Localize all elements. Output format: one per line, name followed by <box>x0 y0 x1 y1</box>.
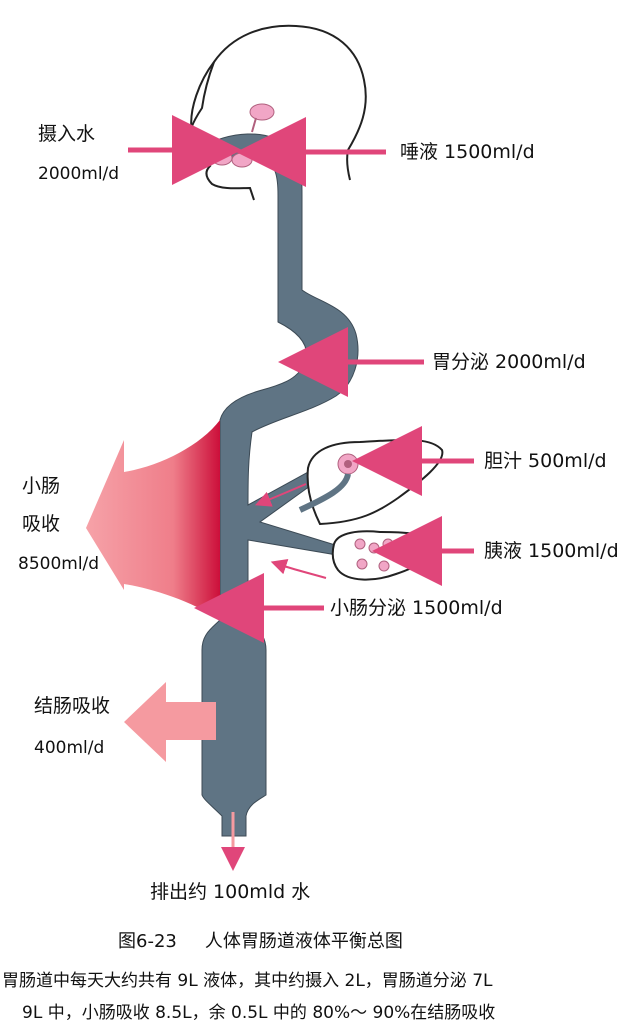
gastric-label: 胃分泌 2000ml/d <box>432 351 586 373</box>
figure-caption: 图6-23 人体胃肠道液体平衡总图 <box>118 927 403 953</box>
saliva-label: 唾液 1500ml/d <box>400 141 535 163</box>
colon-absorb-value: 400ml/d <box>34 738 105 758</box>
bile-label: 胆汁 500ml/d <box>484 450 607 472</box>
small-intestine-secretion-label: 小肠分泌 1500ml/d <box>330 597 503 619</box>
pancreas-outline <box>331 530 434 581</box>
small-intestine-absorb-value: 8500ml/d <box>18 554 100 574</box>
small-intestine-absorb-label-2: 吸收 <box>22 513 61 535</box>
figure-title: 人体胃肠道液体平衡总图 <box>204 931 403 952</box>
description-line-2: 9L 中，小肠吸收 8.5L，余 0.5L 中的 80%～ 90%在结肠吸收 <box>22 1003 496 1023</box>
small-intestine-absorb-arrow <box>86 420 220 620</box>
figure-number: 图6-23 <box>118 931 177 952</box>
colon-absorb-label: 结肠吸收 <box>34 695 111 717</box>
face-outline <box>188 61 255 201</box>
intake-label: 摄入水 <box>38 123 96 145</box>
pancreatic-label: 胰液 1500ml/d <box>484 540 619 562</box>
description-line-1: 胃肠道中每天大约共有 9L 液体，其中约摄入 2L，胃肠道分泌 7L <box>2 971 493 991</box>
excretion-label: 排出约 100mld 水 <box>150 881 311 903</box>
small-intestine-absorb-label-1: 小肠 <box>22 475 61 497</box>
colon-absorb-arrow <box>124 682 216 762</box>
intake-value: 2000ml/d <box>38 164 120 184</box>
liver-outline <box>306 438 444 526</box>
